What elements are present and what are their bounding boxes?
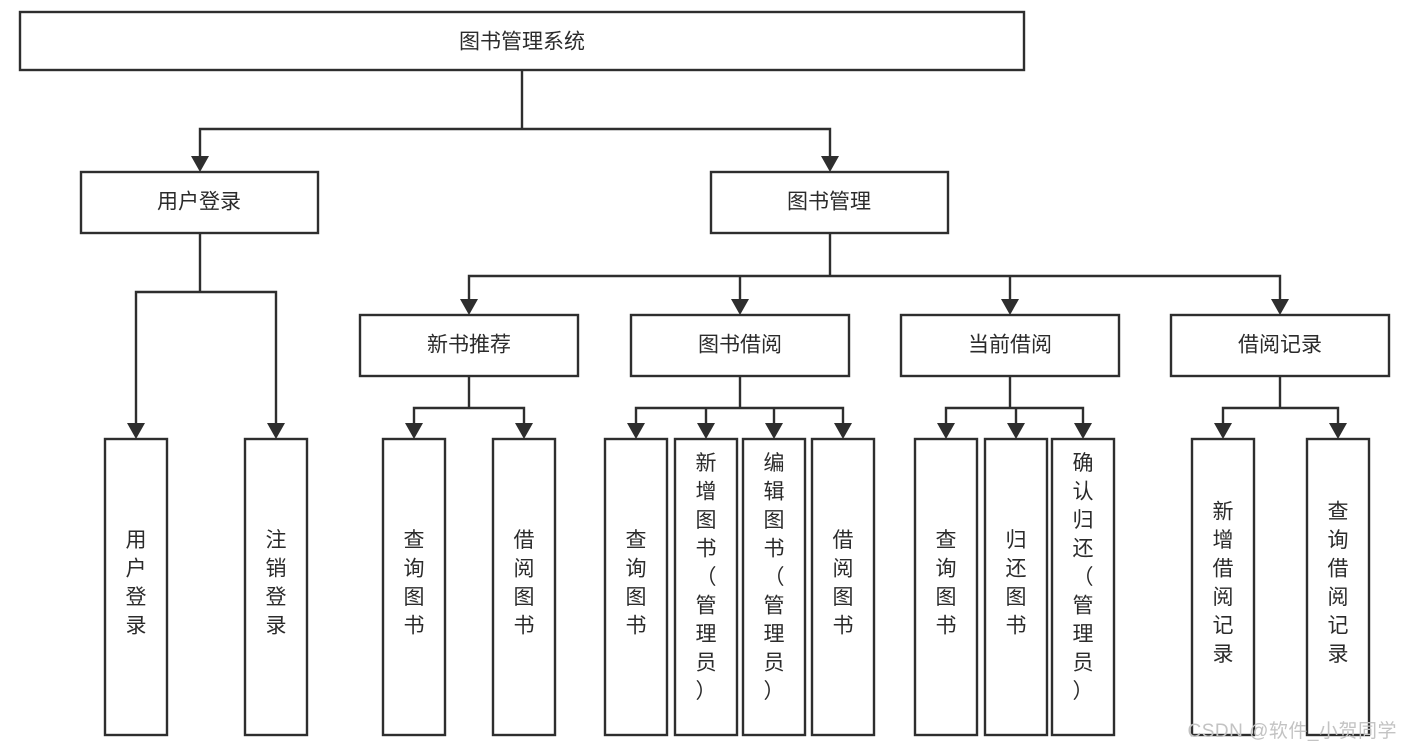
connector-root-to-level2 xyxy=(198,69,832,158)
leaf-node-logout[interactable]: 注销登录 xyxy=(243,437,309,737)
arrow-to-book-management xyxy=(821,156,839,172)
connectors-layer xyxy=(134,69,1340,425)
leaf-label-nb-borrow-book: 借阅图书 xyxy=(514,529,535,638)
connector-borrowrecord-to-leaves xyxy=(1221,374,1340,425)
leaf-box-bb-borrow-book xyxy=(810,437,876,737)
leaf-box-bb-query-book xyxy=(603,437,669,737)
arrow-to-leaf-nb-query xyxy=(405,423,423,439)
leaf-node-bb-query-book[interactable]: 查询图书 xyxy=(603,437,669,737)
arrow-to-borrow-record xyxy=(1271,299,1289,315)
leaf-node-bb-add-book[interactable]: 新增图书（管理员） xyxy=(673,437,739,737)
arrow-to-new-book-recommend xyxy=(460,299,478,315)
connector-newbook-to-leaves xyxy=(412,374,526,425)
node-borrow-record[interactable]: 借阅记录 xyxy=(1169,313,1391,378)
leaf-node-nb-query-book[interactable]: 查询图书 xyxy=(381,437,447,737)
leaf-box-br-add-record xyxy=(1190,437,1256,737)
arrow-to-leaf-bb-borrow xyxy=(834,423,852,439)
arrow-to-current-borrow xyxy=(1001,299,1019,315)
arrow-to-leaf-bb-edit xyxy=(765,423,783,439)
arrow-to-leaf-bb-query xyxy=(627,423,645,439)
leaf-label-cb-query-book: 查询图书 xyxy=(936,529,957,638)
leaf-node-bb-borrow-book[interactable]: 借阅图书 xyxy=(810,437,876,737)
arrow-to-leaf-br-add xyxy=(1214,423,1232,439)
connector-currentborrow-to-leaves xyxy=(944,374,1085,425)
connector-userlogin-to-leaves xyxy=(134,231,278,425)
leaf-label-bb-query-book: 查询图书 xyxy=(626,529,647,638)
arrow-to-book-borrow xyxy=(731,299,749,315)
node-book-management-system[interactable]: 图书管理系统 xyxy=(18,10,1026,72)
node-user-login[interactable]: 用户登录 xyxy=(79,170,320,235)
leaf-node-bb-edit-book[interactable]: 编辑图书（管理员） xyxy=(741,437,807,737)
arrow-to-leaf-logout xyxy=(267,423,285,439)
leaf-label-cb-return-book: 归还图书 xyxy=(1006,529,1027,638)
leaf-label-logout: 注销登录 xyxy=(266,529,287,638)
leaf-node-br-add-record[interactable]: 新增借阅记录 xyxy=(1190,437,1256,737)
node-label-new-book-recommend: 新书推荐 xyxy=(427,334,511,357)
leaf-label-bb-add-book: 新增图书（管理员） xyxy=(696,452,717,703)
node-label-current-borrow: 当前借阅 xyxy=(968,334,1052,357)
arrow-to-leaf-nb-borrow xyxy=(515,423,533,439)
leaf-node-cb-query-book[interactable]: 查询图书 xyxy=(913,437,979,737)
connector-bookmgmt-to-level3 xyxy=(467,231,1282,301)
leaf-node-br-query-record[interactable]: 查询借阅记录 xyxy=(1305,437,1371,737)
leaf-box-nb-query-book xyxy=(381,437,447,737)
arrow-to-user-login xyxy=(191,156,209,172)
arrow-to-leaf-cb-return xyxy=(1007,423,1025,439)
node-box-book-management xyxy=(709,170,950,235)
leaf-box-user-login xyxy=(103,437,169,737)
leaf-box-br-query-record xyxy=(1305,437,1371,737)
node-label-book-management: 图书管理 xyxy=(787,191,871,214)
arrow-to-leaf-br-query xyxy=(1329,423,1347,439)
leaf-label-cb-confirm-return: 确认归还（管理员） xyxy=(1073,452,1094,703)
leaf-box-cb-query-book xyxy=(913,437,979,737)
leaf-box-cb-return-book xyxy=(983,437,1049,737)
leaf-box-nb-borrow-book xyxy=(491,437,557,737)
leaf-node-cb-confirm-return[interactable]: 确认归还（管理员） xyxy=(1050,437,1116,737)
node-book-borrow[interactable]: 图书借阅 xyxy=(629,313,851,378)
arrowheads-layer xyxy=(127,156,1347,439)
leaf-box-cb-confirm-return xyxy=(1050,437,1116,737)
arrow-to-leaf-user-login xyxy=(127,423,145,439)
node-box-current-borrow xyxy=(899,313,1121,378)
node-label-book-borrow: 图书借阅 xyxy=(698,334,782,357)
node-box-user-login xyxy=(79,170,320,235)
leaf-box-logout xyxy=(243,437,309,737)
node-book-management[interactable]: 图书管理 xyxy=(709,170,950,235)
node-box-new-book-recommend xyxy=(358,313,580,378)
csdn-watermark: CSDN @软件_小贺同学 xyxy=(1187,721,1397,742)
leaf-label-br-add-record: 新增借阅记录 xyxy=(1213,501,1234,667)
node-current-borrow[interactable]: 当前借阅 xyxy=(899,313,1121,378)
leaf-label-br-query-record: 查询借阅记录 xyxy=(1328,501,1349,667)
node-label-root: 图书管理系统 xyxy=(459,31,585,54)
arrow-to-leaf-cb-confirm xyxy=(1074,423,1092,439)
node-label-borrow-record: 借阅记录 xyxy=(1238,334,1322,357)
leaf-box-bb-edit-book xyxy=(741,437,807,737)
leaf-label-bb-edit-book: 编辑图书（管理员） xyxy=(764,452,785,703)
leaf-box-bb-add-book xyxy=(673,437,739,737)
node-box-book-borrow xyxy=(629,313,851,378)
leaf-node-cb-return-book[interactable]: 归还图书 xyxy=(983,437,1049,737)
leaf-node-nb-borrow-book[interactable]: 借阅图书 xyxy=(491,437,557,737)
leaf-label-nb-query-book: 查询图书 xyxy=(404,529,425,638)
leaf-node-user-login[interactable]: 用户登录 xyxy=(103,437,169,737)
node-box-borrow-record xyxy=(1169,313,1391,378)
node-new-book-recommend[interactable]: 新书推荐 xyxy=(358,313,580,378)
arrow-to-leaf-bb-add xyxy=(697,423,715,439)
node-label-user-login: 用户登录 xyxy=(157,191,241,214)
connector-bookborrow-to-leaves xyxy=(634,374,845,425)
node-box-root xyxy=(18,10,1026,72)
leaf-label-user-login: 用户登录 xyxy=(126,529,147,638)
arrow-to-leaf-cb-query xyxy=(937,423,955,439)
leaf-label-bb-borrow-book: 借阅图书 xyxy=(833,529,854,638)
